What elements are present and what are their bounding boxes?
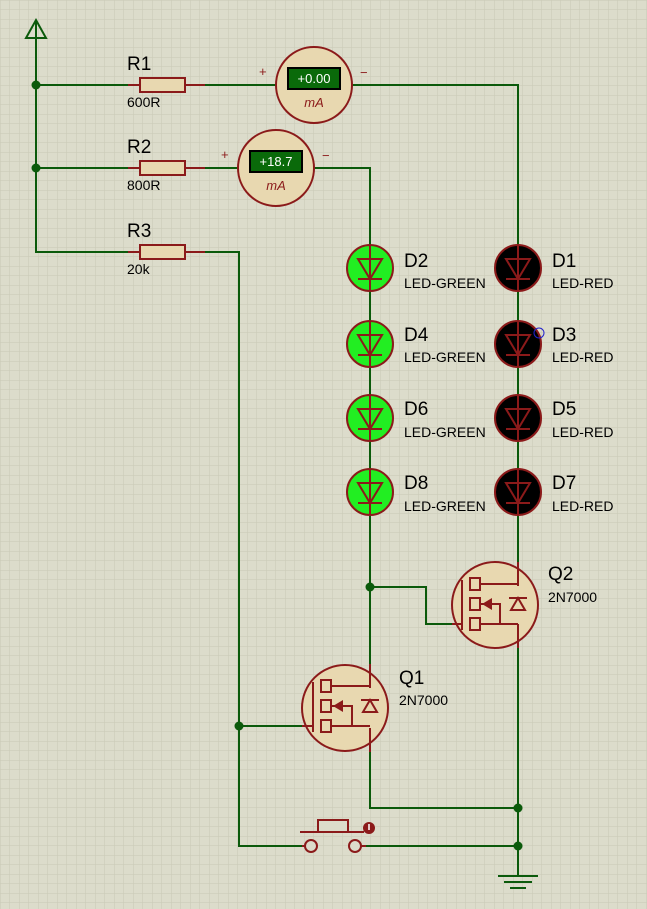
- mosfet-q2[interactable]: Q2 2N7000: [451, 561, 597, 649]
- ammeter-unit: mA: [304, 95, 324, 110]
- resistor-r3[interactable]: R3 20k: [127, 221, 205, 277]
- led-ref: D5: [552, 399, 576, 420]
- ammeter-reading: +0.00: [298, 71, 331, 86]
- led-d1[interactable]: D1 LED-RED: [494, 244, 613, 292]
- led-d8[interactable]: D8 LED-GREEN: [346, 468, 486, 516]
- led-type: LED-RED: [552, 275, 613, 291]
- junctions: [31, 80, 523, 851]
- mosfet-q1[interactable]: Q1 2N7000: [301, 664, 448, 752]
- led-d5[interactable]: D5 LED-RED: [494, 394, 613, 442]
- led-ref: D1: [552, 251, 576, 272]
- led-type: LED-RED: [552, 349, 613, 365]
- led-ref: D4: [404, 325, 429, 346]
- resistor-ref: R1: [127, 54, 151, 75]
- resistor-value: 600R: [127, 94, 160, 110]
- minus-sign: −: [322, 148, 330, 163]
- plus-sign: +: [259, 64, 267, 79]
- led-d4[interactable]: D4 LED-GREEN: [346, 320, 486, 368]
- transistor-ref: Q2: [548, 564, 573, 585]
- power-terminal-icon: [24, 17, 48, 40]
- led-ref: D2: [404, 251, 428, 272]
- resistor-value: 20k: [127, 261, 151, 277]
- ammeter-unit: mA: [266, 178, 286, 193]
- resistor-r1[interactable]: R1 600R: [127, 54, 205, 110]
- transistor-type: 2N7000: [399, 692, 448, 708]
- led-type: LED-GREEN: [404, 424, 486, 440]
- ground-icon: [498, 860, 538, 889]
- led-ref: D6: [404, 399, 428, 420]
- led-ref: D8: [404, 473, 428, 494]
- led-type: LED-RED: [552, 424, 613, 440]
- led-d2[interactable]: D2 LED-GREEN: [346, 244, 486, 292]
- switch-actuator-icon[interactable]: [363, 822, 375, 834]
- led-ref: D7: [552, 473, 576, 494]
- resistor-ref: R3: [127, 221, 151, 242]
- led-d6[interactable]: D6 LED-GREEN: [346, 394, 486, 442]
- led-ref: D3: [552, 325, 576, 346]
- led-type: LED-GREEN: [404, 498, 486, 514]
- transistor-ref: Q1: [399, 668, 424, 689]
- resistor-ref: R2: [127, 137, 151, 158]
- led-type: LED-GREEN: [404, 349, 486, 365]
- ammeter-2[interactable]: +18.7 mA + −: [221, 129, 330, 207]
- ammeter-1[interactable]: +0.00 mA + −: [259, 46, 368, 124]
- push-button-switch[interactable]: [300, 819, 375, 853]
- transistor-type: 2N7000: [548, 589, 597, 605]
- resistor-r2[interactable]: R2 800R: [127, 137, 205, 193]
- led-d3[interactable]: D3 LED-RED: [494, 320, 613, 368]
- led-type: LED-GREEN: [404, 275, 486, 291]
- led-type: LED-RED: [552, 498, 613, 514]
- led-d7[interactable]: D7 LED-RED: [494, 468, 613, 516]
- ammeter-reading: +18.7: [260, 154, 293, 169]
- plus-sign: +: [221, 147, 229, 162]
- resistor-value: 800R: [127, 177, 160, 193]
- minus-sign: −: [360, 65, 368, 80]
